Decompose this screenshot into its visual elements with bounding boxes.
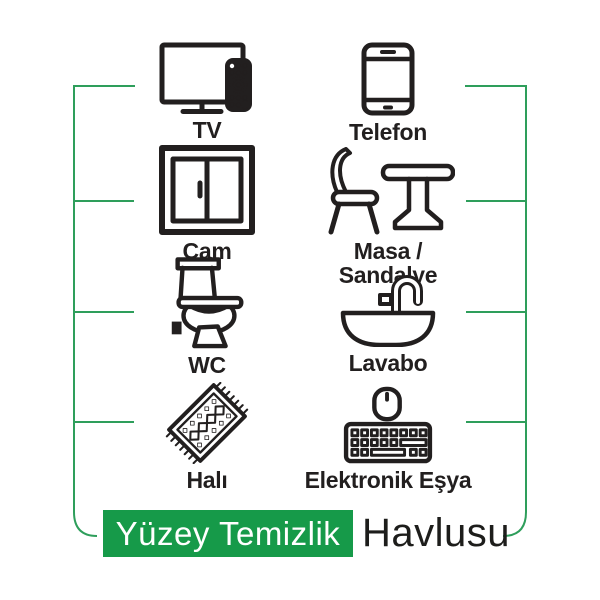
right-bracket-line [465,85,527,537]
rug-icon [165,382,249,464]
item-masa-sandalye: Masa / Sandalye [303,147,473,287]
window-icon [159,145,255,235]
toilet-icon [171,257,244,349]
tv-remote-icon [159,42,252,114]
left-bracket-line [73,85,135,537]
item-wc: WC [122,257,292,377]
item-cam: Cam [122,145,292,263]
item-label: Masa / Sandalye [338,238,438,288]
item-label: Halı [186,467,228,493]
smartphone-icon [361,42,415,116]
title-rest-text: Havlusu [362,511,511,555]
item-label: Lavabo [348,350,428,376]
item-telefon: Telefon [303,42,473,144]
item-label: TV [192,117,222,143]
table-chair-icon [328,147,455,235]
keyboard-mouse-icon [343,386,433,464]
title-highlight-badge: Yüzey Temizlik [103,510,353,557]
sink-faucet-icon [340,275,436,347]
item-tv: TV [122,42,292,142]
item-label: Telefon [349,119,427,145]
item-hali: Halı [122,382,292,492]
item-label: Elektronik Eşya [304,467,472,493]
item-label: WC [188,352,226,378]
item-lavabo: Lavabo [303,257,473,375]
product-title: Yüzey Temizlik Havlusu [0,510,600,557]
item-elektronik-esya: Elektronik Eşya [303,382,473,492]
